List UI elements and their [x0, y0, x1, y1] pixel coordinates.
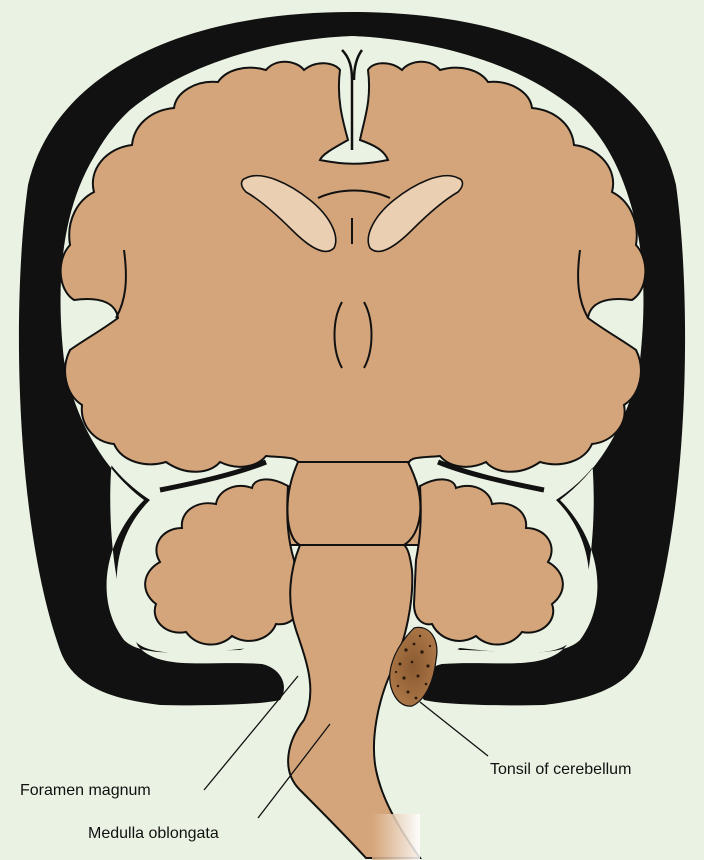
- foramen-magnum-label: Foramen magnum: [20, 782, 151, 799]
- medulla-oblongata-label: Medulla oblongata: [88, 825, 219, 842]
- tonsil-of-cerebellum-label: Tonsil of cerebellum: [490, 761, 631, 778]
- tonsil-of-cerebellum-leader: [420, 702, 488, 756]
- spinal-cut-fade: [372, 814, 420, 860]
- pons: [287, 462, 420, 545]
